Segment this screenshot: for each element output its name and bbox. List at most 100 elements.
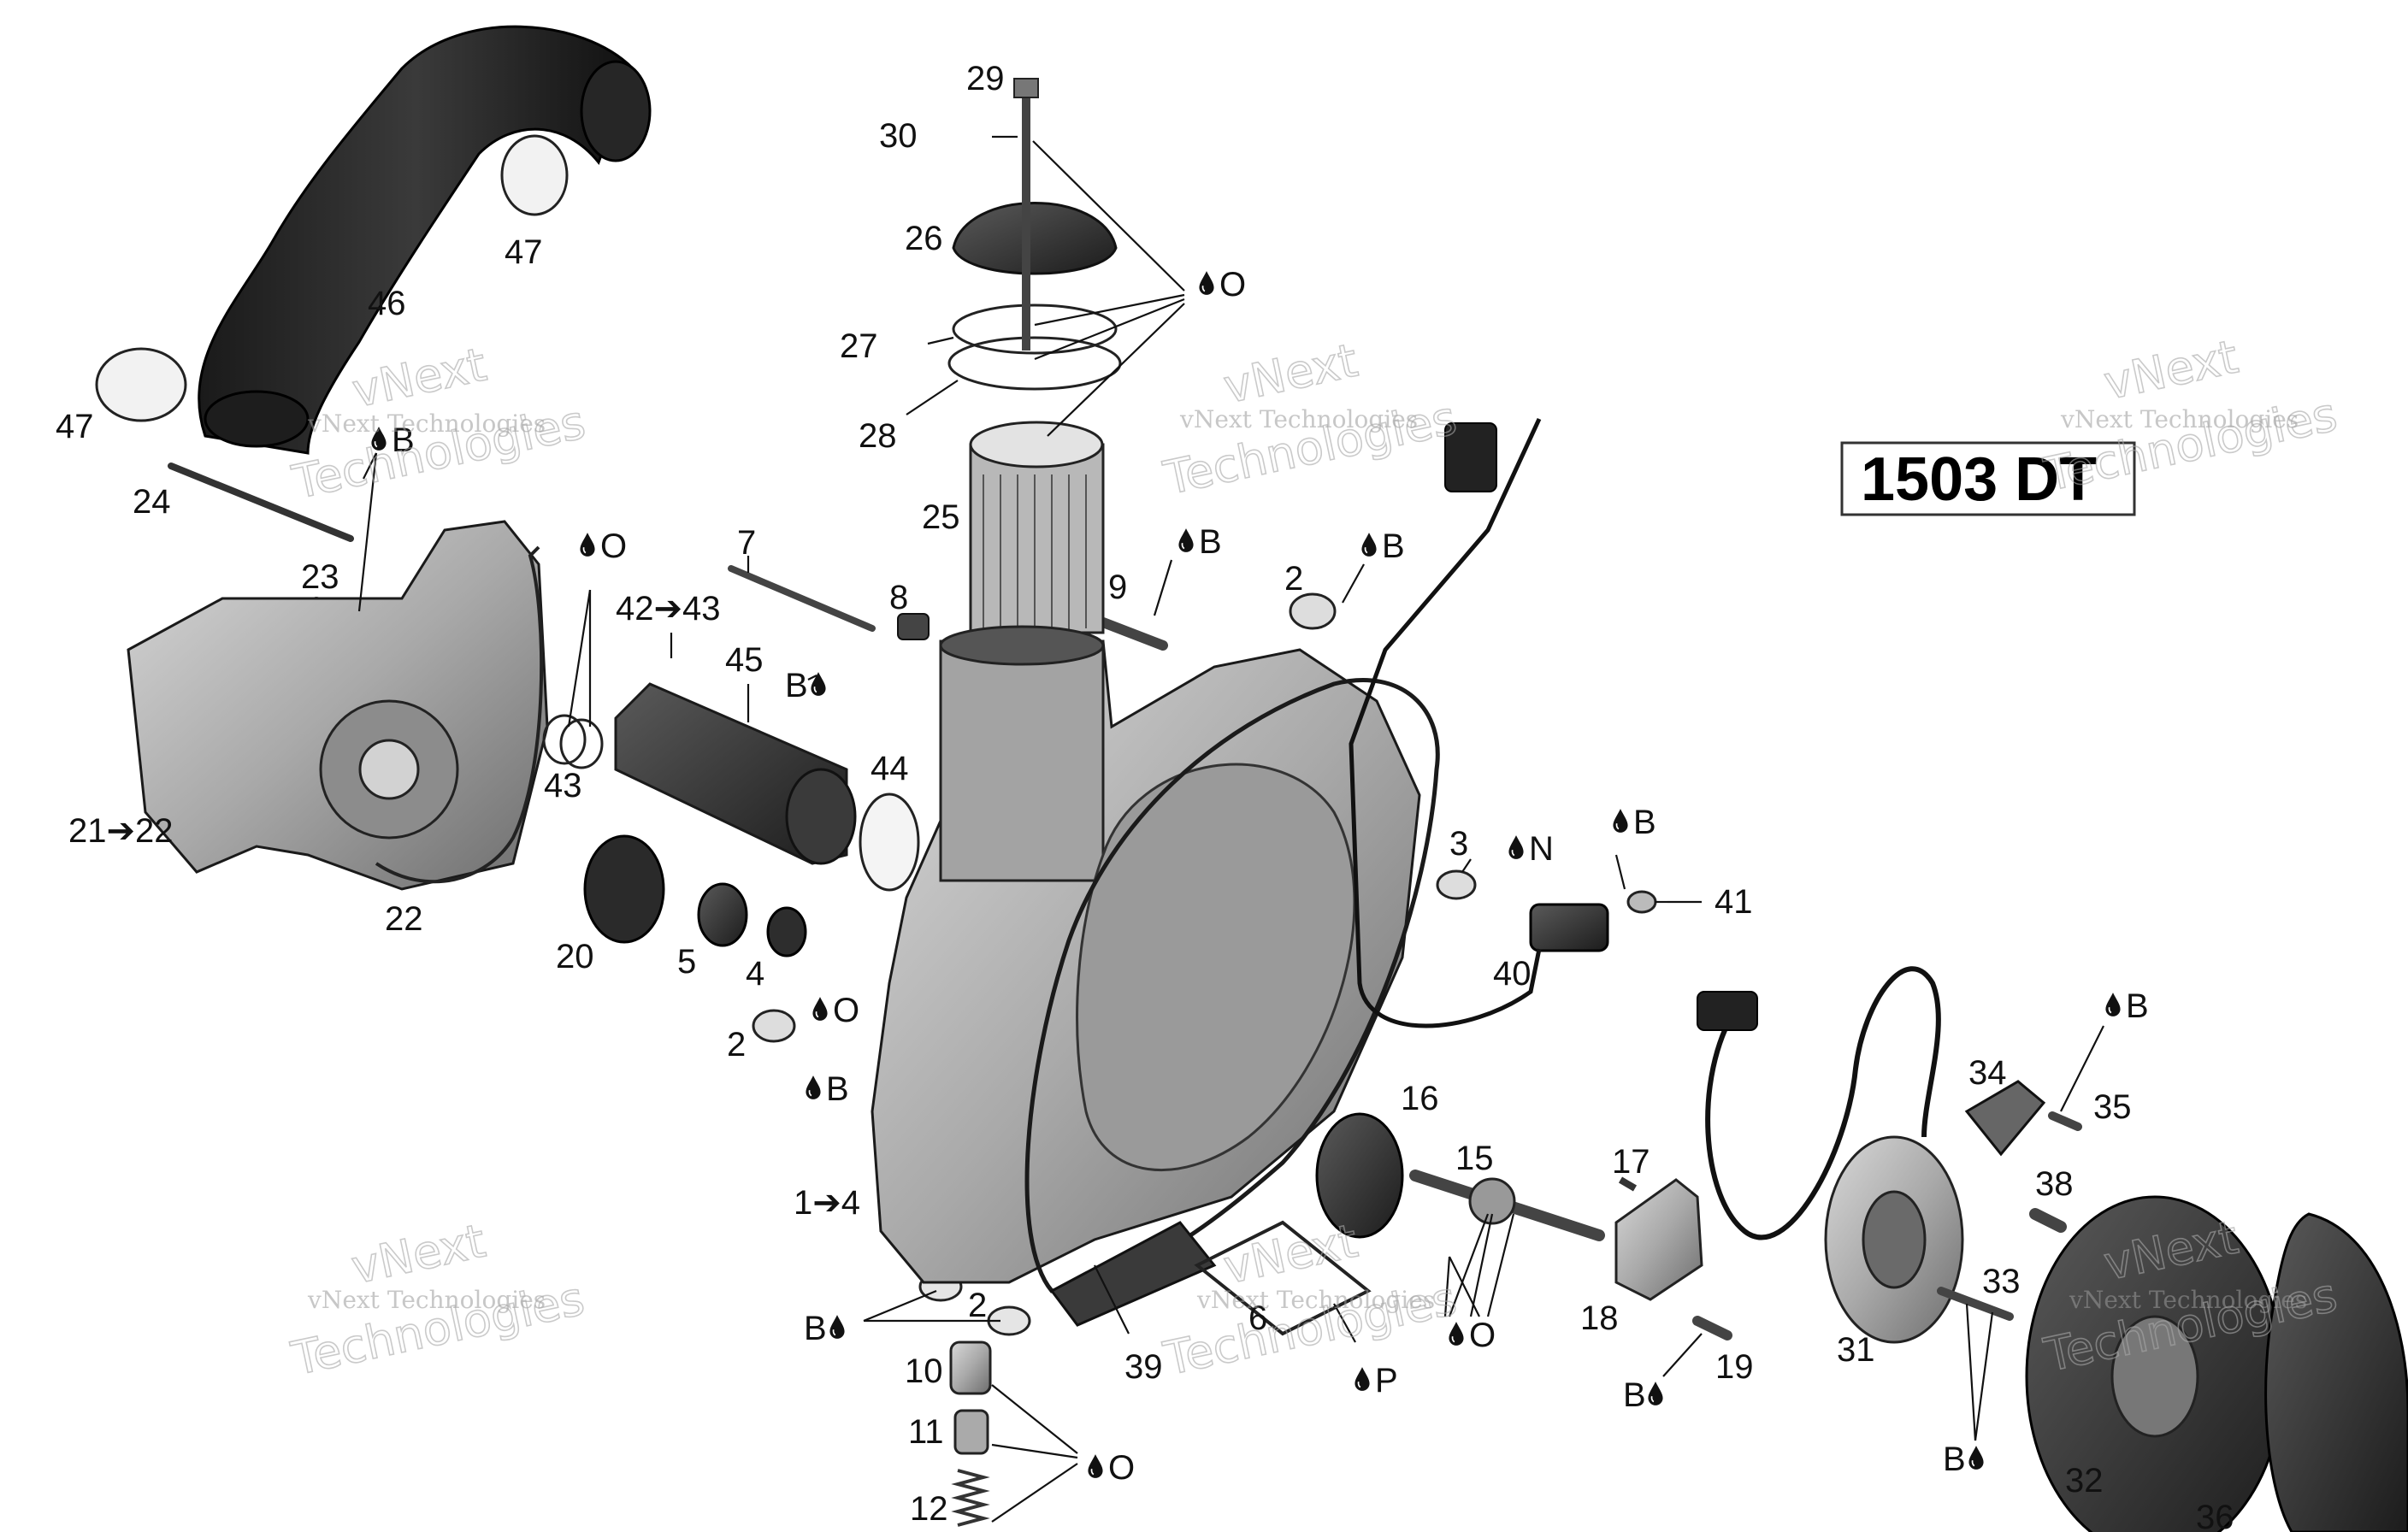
callout-3: 3 [1449,825,1468,863]
callout-27: 27 [840,327,878,365]
watermark-middle: vNext Technologies [307,410,546,438]
drop-icon [1647,1381,1664,1406]
drop-icon [810,671,827,697]
watermark-bottom-left: vNext vNext Technologies Technologies [286,1213,589,1387]
drop-icon [1508,834,1525,860]
sensor-wire [1349,417,1542,1028]
bolt-24 [168,463,354,542]
callout-44: 44 [871,750,909,787]
filter-pleats [983,474,1087,633]
lube-p-6: P [1375,1362,1398,1399]
callout-28: 28 [859,417,897,455]
stator-center [1862,1190,1927,1289]
drop-icon [1612,808,1629,834]
filter-top [969,421,1104,468]
callout-35: 35 [2093,1088,2132,1126]
lube-o-43: O [600,527,627,565]
drop-icon [829,1314,846,1340]
impeller-20 [583,834,665,944]
callout-2-top: 2 [1284,560,1303,598]
lube-b-41: B [1633,804,1656,841]
callout-39: 39 [1124,1348,1163,1386]
watermark-top-right: vNext vNext Technologies Technologies [2039,329,2342,503]
callout-12: 12 [910,1490,948,1528]
lube-b-2-top: B [1382,527,1405,565]
callout-16: 16 [1401,1080,1439,1117]
pin-17 [1618,1176,1638,1192]
seal-5 [697,882,748,947]
sensor-40 [1529,903,1609,952]
callout-17: 17 [1612,1143,1650,1181]
bolt-head-29 [1013,78,1039,98]
pipe-end [785,768,857,865]
watermark-top: vNext [347,1214,490,1294]
drop-icon [1198,270,1215,296]
callout-30: 30 [879,117,918,155]
drop-icon [1177,527,1195,553]
stator-wire [1705,966,1941,1240]
connector [1444,422,1497,492]
o-ring-27 [952,303,1118,355]
callout-9: 9 [1108,569,1127,606]
hose-end [204,390,310,448]
bolt-19 [1692,1316,1732,1340]
bolt-7 [728,565,876,632]
cover-gasket-39 [1024,678,1440,1293]
filter-housing [939,639,1105,882]
bushing-3 [1436,869,1477,900]
shaft-gear [1468,1177,1516,1225]
cover-inner-recess [1076,763,1356,1172]
callout-25: 25 [922,498,960,536]
pump-rotor-16 [1315,1112,1404,1239]
drop-icon [2104,992,2122,1017]
watermark-top: vNext [1219,1214,1362,1294]
callout-6: 6 [1248,1299,1267,1337]
drop-icon [1354,1366,1371,1392]
drop-icon [1968,1445,1985,1470]
rotor-hub [2110,1315,2199,1438]
watermark-middle: vNext Technologies [307,1286,546,1314]
lube-b-24: B [392,421,415,459]
watermark-top-center: vNext vNext Technologies Technologies [1158,333,1461,506]
callout-29: 29 [966,60,1005,97]
callout-31: 31 [1837,1331,1875,1369]
lubricant-labels: O B O B B B O B N B B B O [370,266,2149,1487]
lube-b-8: B [785,667,808,704]
model-code-box: 1503 DT [1840,441,2136,516]
hose-clamp-47-top [500,134,569,216]
callout-11: 11 [908,1413,944,1451]
lube-o-15: O [1469,1317,1496,1354]
drop-icon [579,532,596,557]
callout-42-43: 42➔43 [616,590,721,628]
callout-23: 23 [301,558,339,596]
lube-b-33: B [1943,1441,1966,1478]
bolt-9 [1098,617,1168,651]
leader-lines [357,135,2104,1523]
lube-b-35: B [2126,987,2149,1025]
watermark-middle: vNext Technologies [1179,405,1418,433]
lube-o-valve: O [1108,1449,1135,1487]
hose-clamp-47-left [95,347,187,422]
callout-20: 20 [556,938,594,975]
callout-26: 26 [905,220,943,257]
filter-cap-26 [952,202,1118,275]
filter-housing-opening [939,625,1105,666]
callout-36: 36 [2196,1499,2234,1532]
callout-4: 4 [746,955,764,993]
o-ring-43 [559,718,604,769]
ring-gear-36 [2264,1212,2408,1532]
callout-18: 18 [1580,1299,1619,1337]
valve-11 [953,1409,989,1455]
watermark-top: vNext [348,338,491,418]
callout-21-22: 21➔22 [68,812,174,850]
lube-o-4: O [833,992,859,1029]
watermark-top: vNext [1219,333,1362,414]
seal-4 [766,906,807,958]
bolt-38 [2029,1208,2067,1233]
callout-10: 10 [905,1352,943,1390]
watermark-middle: vNext Technologies [2069,1286,2307,1314]
callout-43: 43 [544,767,582,804]
gasket-6 [1194,1220,1372,1336]
lube-o-filter: O [1219,266,1246,303]
